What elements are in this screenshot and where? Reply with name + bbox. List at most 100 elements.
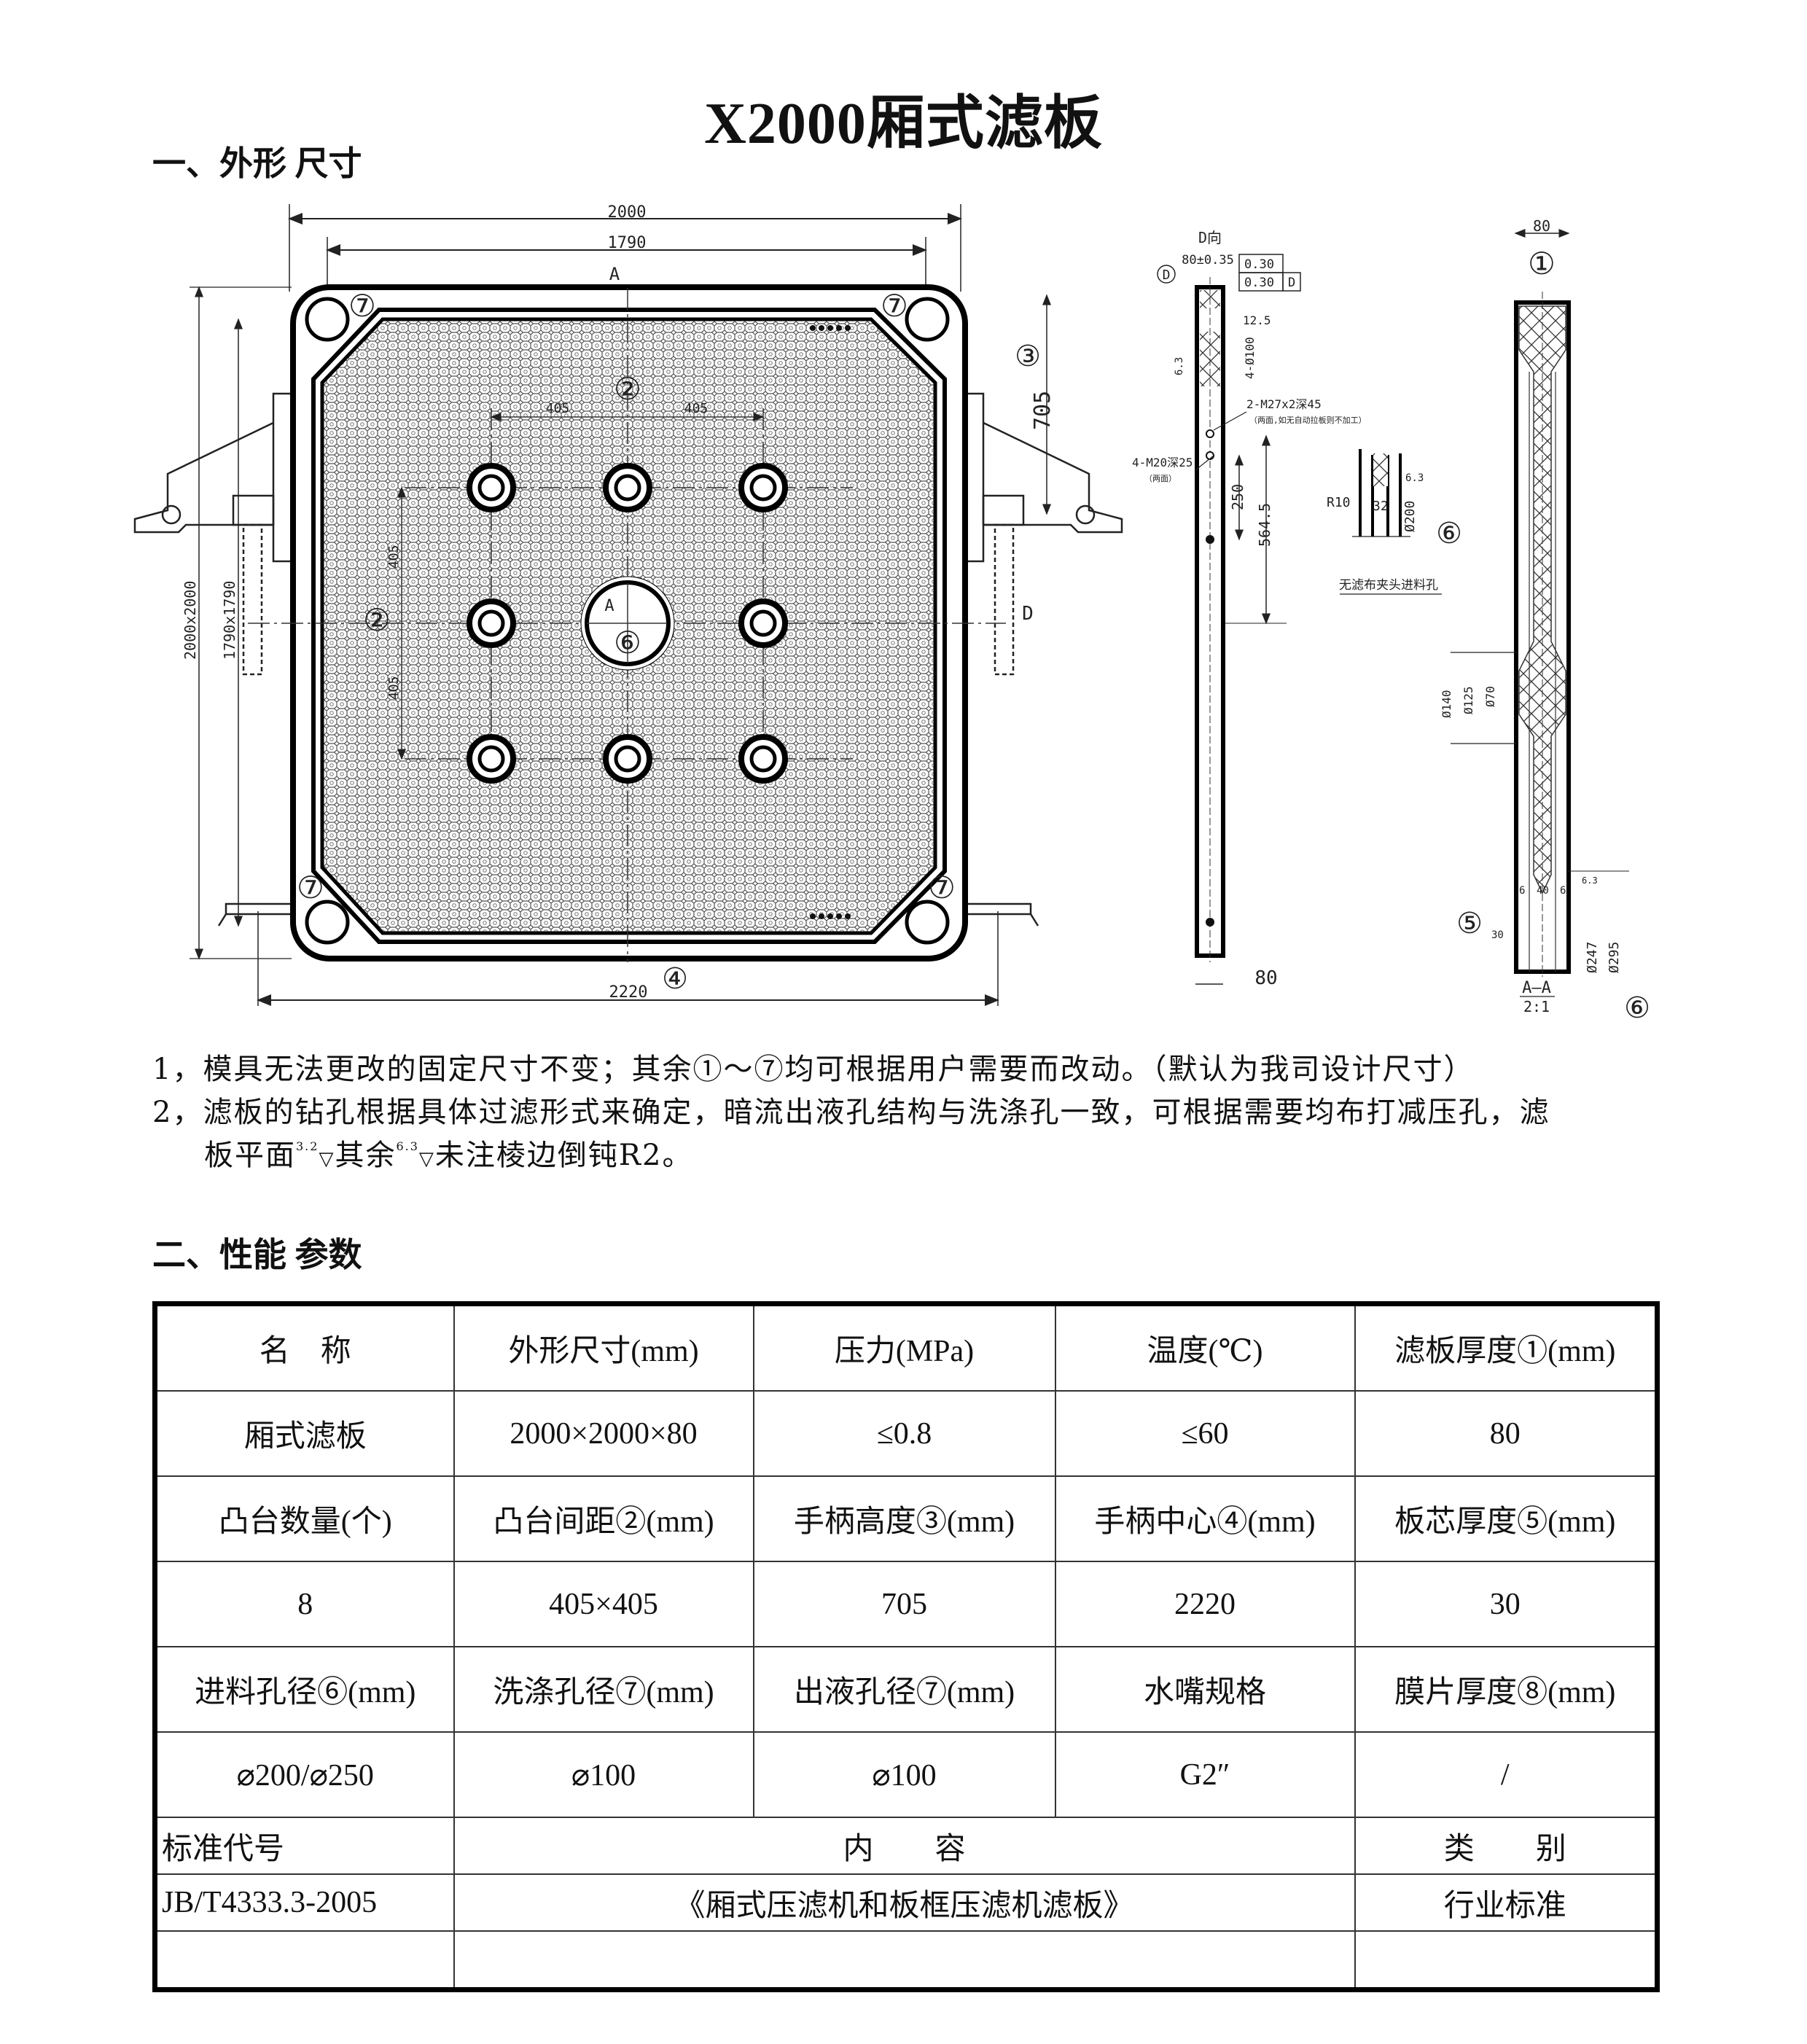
dia-247: Ø247 [1585, 942, 1600, 973]
table-cell: 压力(MPa) [752, 1303, 1056, 1392]
label-7-tr: ⑦ [881, 288, 908, 324]
thread-m27: 2-M27x2深45 [1246, 397, 1322, 411]
table-cell: 厢式滤板 [154, 1390, 455, 1477]
section-roughness: 6.3 [1582, 875, 1598, 886]
thread-m20: 4-M20深25 [1132, 456, 1193, 469]
boss-hole [749, 474, 777, 502]
table-cell: ≤60 [1054, 1390, 1356, 1477]
table-cell: ⌀100 [752, 1731, 1056, 1818]
label-7-tl: ⑦ [348, 288, 376, 324]
label-6-section: ⑥ [1624, 991, 1650, 1025]
boss-hole [477, 474, 505, 502]
label-5: ⑤ [1456, 907, 1483, 940]
section-mark-a: A [604, 597, 614, 615]
detail-r10: R10 [1327, 495, 1351, 510]
detail-label-6: ⑥ [1436, 517, 1462, 550]
view-mark-d: D [1022, 603, 1034, 625]
boss-hole [614, 474, 641, 502]
dim-2220: 2220 [609, 983, 648, 1002]
side-view: D向 80±0.35 D 0.30 0.30 D 12.5 4-Ø100 6.3… [1132, 229, 1367, 989]
dim-405-v: 405 [386, 545, 402, 569]
table-cell: 2000×2000×80 [453, 1390, 754, 1477]
standard-row: 标准代号内 容类 别 [154, 1817, 1658, 1875]
detail-32: 32 [1373, 499, 1389, 514]
table-cell: ⌀100 [453, 1731, 754, 1818]
boss-hole [477, 609, 505, 637]
technical-drawing: 2000 1790 A 2220 ④ 2000x2000 1790x1790 7… [133, 203, 1650, 1025]
drain-holes [810, 325, 851, 919]
dim-6a: 6 [1519, 885, 1525, 897]
thread-m27-note: （两面,如无自动拉板则不加工） [1249, 415, 1367, 425]
feed-hole-detail: R10 32 Ø200 6.3 ⑥ 无滤布夹头进料孔 [1327, 449, 1462, 595]
section-name: A—A [1522, 979, 1551, 997]
table-cell: 手柄中心④(mm) [1054, 1475, 1356, 1562]
label-1: ① [1528, 246, 1556, 281]
label-4: ④ [662, 962, 688, 996]
table-cell: 膜片厚度⑧(mm) [1354, 1646, 1658, 1733]
boss-hole [749, 609, 777, 637]
roughness-3-2: 3.2 [296, 1139, 319, 1153]
note-1: 1，模具无法更改的固定尺寸不变；其余①～⑦均可根据用户需要而改动。（默认为我司设… [152, 1053, 1475, 1086]
dim-564-5: 564.5 [1256, 503, 1273, 547]
section-heading-dimensions: 一、外形 尺寸 [152, 145, 362, 182]
roughness-6-3-side: 6.3 [1174, 357, 1185, 375]
corner-holes [305, 297, 950, 945]
empty-cell [1354, 1930, 1658, 1991]
table-cell: 滤板厚度①(mm) [1354, 1303, 1658, 1392]
detail-dia-200: Ø200 [1402, 501, 1418, 532]
table-cell: 进料孔径⑥(mm) [154, 1646, 455, 1733]
label-2-left: ② [363, 602, 391, 638]
front-view: 2000 1790 A 2220 ④ 2000x2000 1790x1790 7… [133, 203, 1123, 1006]
thickness-tolerance: 80±0.35 [1182, 253, 1234, 268]
page-title: X2000厢式滤板 [704, 92, 1103, 156]
table-header-row: 进料孔径⑥(mm)洗涤孔径⑦(mm)出液孔径⑦(mm)水嘴规格膜片厚度⑧(mm) [154, 1646, 1658, 1733]
flatness-value: 0.30 [1244, 257, 1274, 272]
side-dim-80: 80 [1254, 967, 1277, 989]
table-cell: 温度(℃) [1054, 1303, 1356, 1392]
boss-hole [614, 745, 641, 773]
label-2-top: ② [614, 371, 641, 407]
empty-cell [154, 1930, 455, 1991]
table-cell: 705 [752, 1561, 1056, 1647]
label-3: ③ [1015, 340, 1041, 373]
dim-1790: 1790 [608, 234, 647, 252]
parallelism-value: 0.30 [1244, 276, 1274, 290]
section-a-a: 80 ① Ø140 Ø125 Ø70 6 40 6 ⑤ 30 6.3 Ø247 … [1440, 217, 1650, 1025]
thread-m20-note: （两面） [1144, 474, 1176, 483]
dim-6b: 6 [1560, 885, 1566, 897]
note-2: 2，滤板的钻孔根据具体过滤形式来确定，暗流出液孔结构与洗涤孔一致，可根据需要均布… [152, 1096, 1550, 1129]
standard-row [154, 1930, 1658, 1991]
roughness-12-5: 12.5 [1243, 313, 1271, 327]
parallelism-datum: D [1288, 276, 1295, 290]
detail-roughness: 6.3 [1405, 472, 1424, 484]
label-7-br: ⑦ [928, 870, 956, 905]
left-handle [133, 392, 295, 927]
table-cell: 水嘴规格 [1054, 1646, 1356, 1733]
table-cell: 外形尺寸(mm) [453, 1303, 754, 1392]
table-cell: 30 [1354, 1561, 1658, 1647]
standard-row: JB/T4333.3-2005《厢式压滤机和板框压滤机滤板》行业标准 [154, 1873, 1658, 1932]
roughness-symbol-icon: ▽ [418, 1148, 435, 1170]
table-cell: ⌀200/⌀250 [154, 1731, 455, 1818]
table-cell: 凸台数量(个) [154, 1475, 455, 1562]
label-6: ⑥ [614, 625, 641, 660]
standard-code: JB/T4333.3-2005 [154, 1873, 455, 1932]
content-header: 内 容 [453, 1817, 1356, 1875]
section-heading-parameters: 二、性能 参数 [152, 1236, 362, 1273]
dim-405-h2: 405 [684, 401, 709, 416]
table-cell: / [1354, 1731, 1658, 1818]
category-header: 类 别 [1354, 1817, 1658, 1875]
table-cell: G2″ [1054, 1731, 1356, 1818]
table-cell: 2220 [1054, 1561, 1356, 1647]
dim-250: 250 [1229, 484, 1246, 510]
table-cell: 板芯厚度⑤(mm) [1354, 1475, 1658, 1562]
side-view-title: D向 [1198, 229, 1222, 246]
dim-30: 30 [1491, 929, 1504, 941]
dim-2000: 2000 [608, 203, 647, 222]
table-cell: 凸台间距②(mm) [453, 1475, 754, 1562]
bosses [467, 463, 788, 784]
right-handle [961, 392, 1123, 927]
